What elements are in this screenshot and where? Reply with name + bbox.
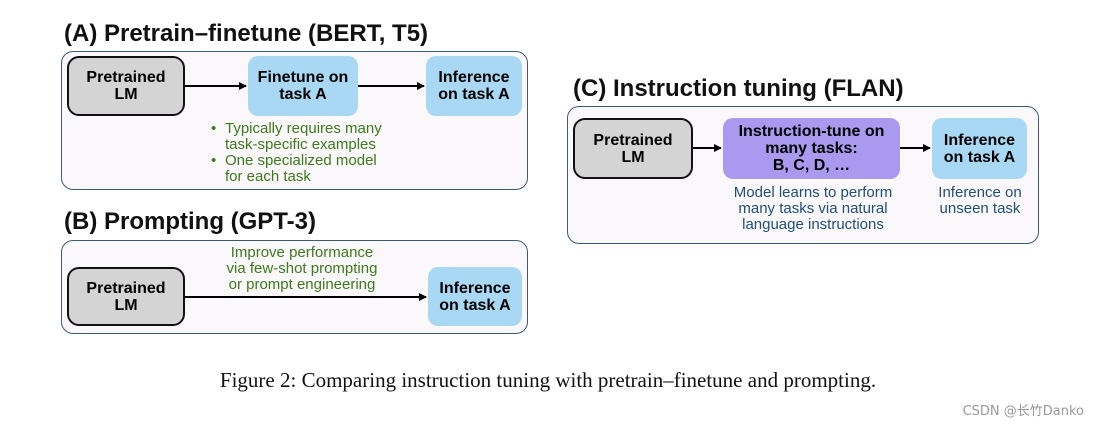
panel-b-heading: (B) Prompting (GPT-3) [64,208,316,235]
panel-a-finetune-box: Finetune on task A [248,56,358,116]
figure-caption: Figure 2: Comparing instruction tuning w… [219,368,877,392]
panel-c-heading: (C) Instruction tuning (FLAN) [573,75,904,102]
panel-c-instruction-note: Model learns to perform many tasks via n… [733,184,893,233]
panel-a-notes: Typically requires many task-specific ex… [209,121,469,185]
panel-c-pretrained-lm-box: Pretrained LM [573,118,693,179]
panel-b-note: Improve performance via few-shot prompti… [226,244,378,293]
panel-c-inference-box: Inference on task A [932,118,1027,179]
panel-a-inference-box: Inference on task A [426,56,522,116]
panel-a-note-examples: Typically requires many task-specific ex… [209,121,469,153]
watermark: CSDN @长竹Danko [962,404,1084,419]
panel-a-note-specialized: One specialized model for each task [209,153,469,185]
panel-b-inference-box: Inference on task A [428,267,522,326]
panel-a-pretrained-lm-box: Pretrained LM [67,56,185,116]
panel-b-pretrained-lm-box: Pretrained LM [67,267,185,326]
panel-c-instruction-tune-box: Instruction-tune on many tasks: B, C, D,… [723,118,900,179]
panel-c-inference-note: Inference on unseen task [938,184,1022,217]
panel-a-heading: (A) Pretrain–finetune (BERT, T5) [64,20,429,47]
